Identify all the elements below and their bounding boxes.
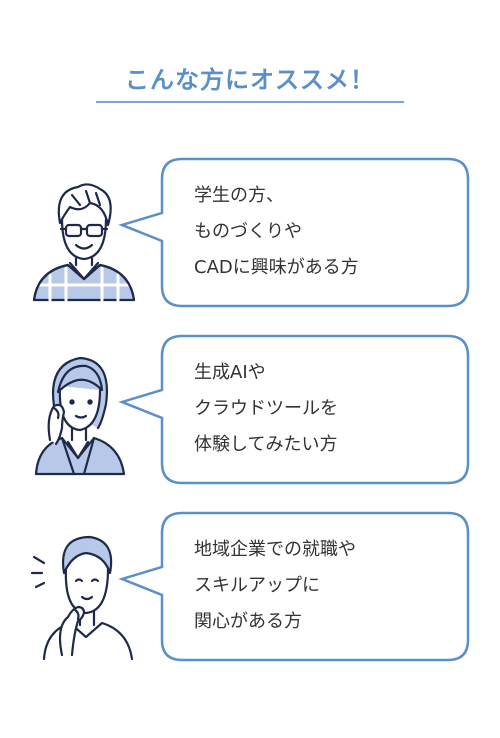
card-line: 体験してみたい方 (194, 434, 338, 455)
woman-icon (34, 356, 126, 476)
card-line: ものづくりや (194, 221, 302, 242)
recommendation-card: 生成AIや クラウドツールを 体験してみたい方 (0, 332, 500, 487)
card-line: クラウドツールを (194, 398, 338, 419)
page-title: こんな方にオススメ！ (125, 66, 375, 94)
recommendation-card: 学生の方、 ものづくりや CADに興味がある方 (0, 155, 500, 310)
card-line: 生成AIや (194, 362, 266, 383)
speech-bubble (118, 334, 470, 485)
recommendation-card: 地域企業での就職や スキルアップに 関心がある方 (0, 509, 500, 664)
title-underline (96, 101, 404, 103)
card-line: 学生の方、 (194, 185, 284, 206)
speech-bubble (118, 157, 470, 308)
card-line: CADに興味がある方 (194, 257, 359, 278)
student-icon (32, 183, 136, 302)
card-line: 地域企業での就職や (194, 539, 356, 560)
card-line: スキルアップに (194, 575, 320, 596)
speech-bubble (118, 511, 470, 662)
card-line: 関心がある方 (194, 611, 302, 632)
man-thinking-icon (30, 535, 134, 661)
